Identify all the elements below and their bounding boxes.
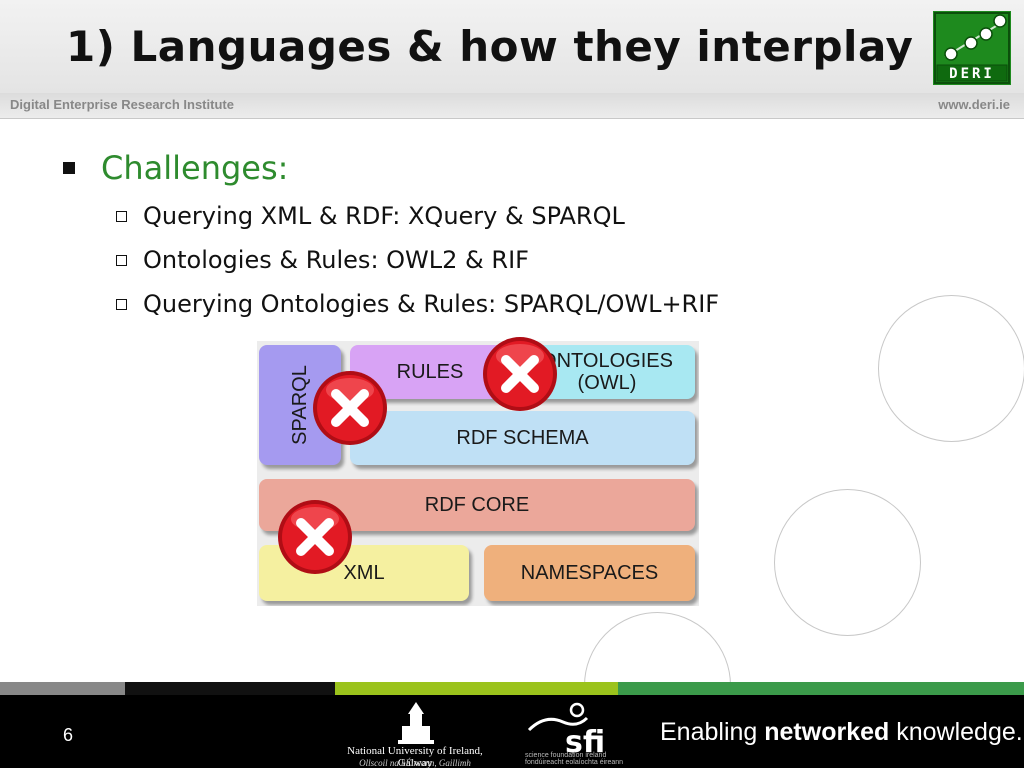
institute-bar: Digital Enterprise Research Institute ww… xyxy=(0,93,1024,119)
footer-stripe-lime xyxy=(335,682,618,695)
main-bullet-text: Challenges: xyxy=(101,149,289,187)
footer-stripe-gray xyxy=(0,682,125,695)
decor-circle xyxy=(878,295,1024,442)
nuig-logo-icon xyxy=(398,702,434,744)
nuig-irish-name: Ollscoil na hÉireann, Gaillimh xyxy=(359,758,471,768)
slide-title: 1) Languages & how they interplay xyxy=(66,22,914,71)
institute-url: www.deri.ie xyxy=(938,97,1010,112)
red-x-icon xyxy=(313,371,387,445)
deri-logo: DERI xyxy=(933,11,1011,85)
footer-stripe-green xyxy=(618,682,1024,695)
sub-bullet: Ontologies & Rules: OWL2 & RIF xyxy=(116,246,529,274)
svg-text:DERI: DERI xyxy=(949,66,995,82)
svg-text:sfi: sfi xyxy=(565,725,605,760)
sfi-subtitle: science foundation ireland fondúireacht … xyxy=(525,752,624,766)
red-x-icon xyxy=(483,337,557,411)
page-number: 6 xyxy=(63,725,74,745)
hollow-square-bullet-icon xyxy=(116,298,127,310)
block-rdf-schema: RDF SCHEMA xyxy=(350,411,695,465)
sub-bullet: Querying XML & RDF: XQuery & SPARQL xyxy=(116,202,625,230)
slide-header: 1) Languages & how they interplay DERI xyxy=(0,0,1024,93)
sub-bullet-text: Querying XML & RDF: XQuery & SPARQL xyxy=(143,202,625,230)
block-namespaces: NAMESPACES xyxy=(484,545,695,601)
sub-bullet-text: Querying Ontologies & Rules: SPARQL/OWL+… xyxy=(143,290,720,318)
nuig-name: National University of Ireland, Galway xyxy=(347,745,483,769)
footer-stripe-black xyxy=(125,682,335,695)
tagline: Enabling networked knowledge. xyxy=(660,718,1023,746)
main-bullet: Challenges: xyxy=(63,149,288,187)
hollow-square-bullet-icon xyxy=(116,254,127,266)
red-x-icon xyxy=(278,500,352,574)
hollow-square-bullet-icon xyxy=(116,210,127,222)
sfi-logo-icon: sfi xyxy=(527,702,605,760)
slide-footer xyxy=(0,695,1024,768)
sub-bullet-text: Ontologies & Rules: OWL2 & RIF xyxy=(143,246,529,274)
square-bullet-icon xyxy=(63,162,75,174)
sub-bullet: Querying Ontologies & Rules: SPARQL/OWL+… xyxy=(116,290,719,318)
institute-name: Digital Enterprise Research Institute xyxy=(10,97,234,112)
decor-circle xyxy=(774,489,921,636)
